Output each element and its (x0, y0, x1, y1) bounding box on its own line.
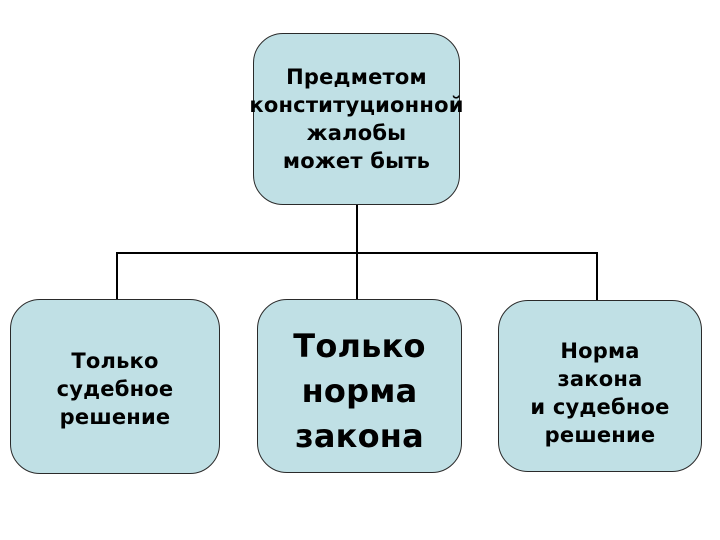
node-child-only-law-norm: Только норма закона (257, 299, 462, 473)
connector-left-drop (116, 252, 118, 300)
node-child-only-court-decision: Только судебное решение (10, 299, 220, 474)
node-child-only-court-decision-label: Только судебное решение (56, 348, 174, 429)
node-root: Предметом конституционной жалобы может б… (249, 33, 463, 205)
node-child-norm-and-decision: Норма закона и судебное решение (498, 300, 702, 472)
connector-horizontal (116, 252, 598, 254)
node-root-label: Предметом конституционной жалобы может б… (249, 65, 464, 173)
node-child-only-law-norm-label: Только норма закона (293, 326, 426, 455)
node-child-norm-and-decision-label: Норма закона и судебное решение (530, 339, 670, 447)
connector-root-stem (356, 200, 358, 300)
connector-right-drop (596, 252, 598, 300)
